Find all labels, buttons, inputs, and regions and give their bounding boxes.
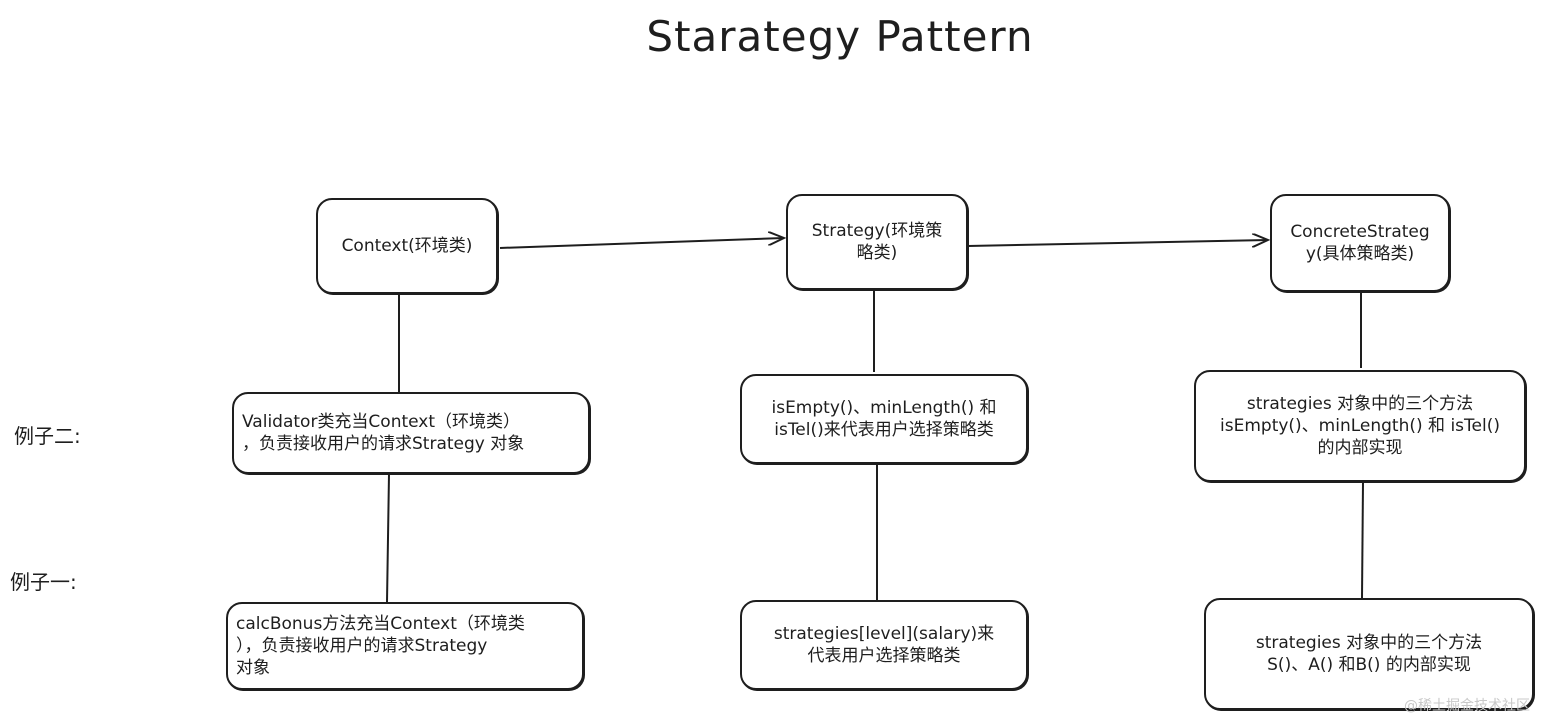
- row-label-example1: 例子一:: [10, 570, 77, 594]
- line-example2-to-example1-col3: [1361, 481, 1364, 599]
- diagram-title: Starategy Pattern: [646, 12, 1034, 61]
- example1-strategy-label: strategies[level](salary)来 代表用户选择策略类: [773, 623, 995, 666]
- example1-strategy-box[interactable]: strategies[level](salary)来 代表用户选择策略类: [740, 600, 1028, 690]
- concrete-strategy-box-label: ConcreteStrateg y(具体策略类): [1290, 221, 1430, 264]
- example2-concrete-box[interactable]: strategies 对象中的三个方法 isEmpty()、minLength(…: [1194, 370, 1526, 482]
- example2-context-box[interactable]: Validator类充当Context（环境类） ，负责接收用户的请求Strat…: [232, 392, 590, 474]
- strategy-box-label: Strategy(环境策 略类): [811, 220, 943, 263]
- example1-concrete-label: strategies 对象中的三个方法 S()、A() 和B() 的内部实现: [1255, 632, 1483, 675]
- example1-context-box[interactable]: calcBonus方法充当Context（环境类 ），负责接收用户的请求Stra…: [226, 602, 584, 690]
- example2-context-label: Validator类充当Context（环境类） ，负责接收用户的请求Strat…: [242, 411, 525, 454]
- example2-strategy-box[interactable]: isEmpty()、minLength() 和 isTel()来代表用户选择策略…: [740, 374, 1028, 464]
- watermark: @稀土掘金技术社区: [1404, 698, 1530, 714]
- arrow-strategy-to-concrete: [967, 240, 1268, 246]
- example1-concrete-box[interactable]: strategies 对象中的三个方法 S()、A() 和B() 的内部实现: [1204, 598, 1534, 710]
- row-label-example2: 例子二:: [14, 424, 81, 448]
- example2-concrete-label: strategies 对象中的三个方法 isEmpty()、minLength(…: [1220, 393, 1500, 459]
- example2-strategy-label: isEmpty()、minLength() 和 isTel()来代表用户选择策略…: [771, 397, 997, 440]
- strategy-box[interactable]: Strategy(环境策 略类): [786, 194, 968, 290]
- line-example2-to-example1-col1: [386, 473, 390, 603]
- example1-context-label: calcBonus方法充当Context（环境类 ），负责接收用户的请求Stra…: [236, 613, 525, 679]
- arrow-context-to-strategy: [499, 238, 784, 249]
- context-box[interactable]: Context(环境类): [316, 198, 498, 294]
- context-box-label: Context(环境类): [341, 235, 473, 256]
- concrete-strategy-box[interactable]: ConcreteStrateg y(具体策略类): [1270, 194, 1450, 292]
